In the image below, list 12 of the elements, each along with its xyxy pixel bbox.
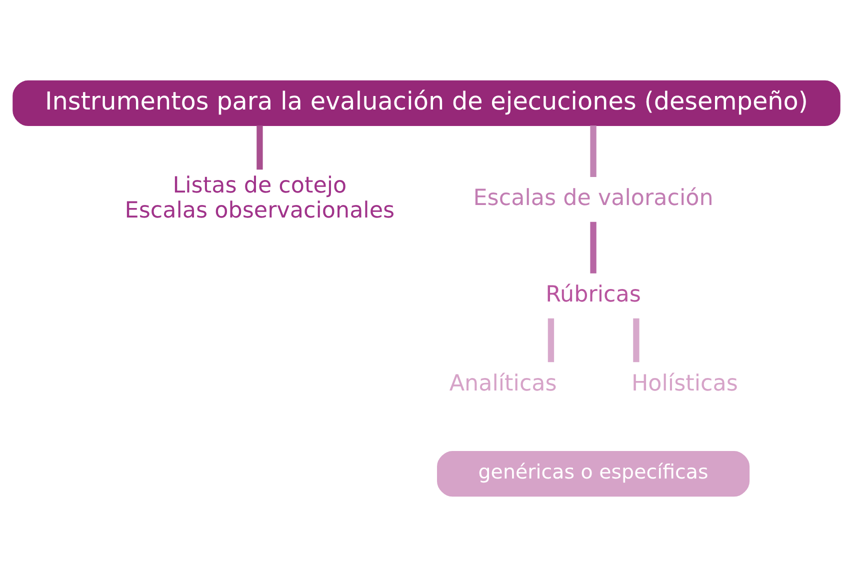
connector	[548, 318, 554, 362]
connector	[256, 125, 263, 170]
node-box: genéricas o específicas	[437, 450, 750, 496]
node-box: Instrumentos para la evaluación de ejecuciones (desempeño)	[12, 80, 840, 126]
node-text: Analíticas	[449, 370, 557, 396]
node-text: Escalas de valoración	[473, 184, 714, 210]
connector	[590, 221, 596, 273]
node-text: Holísticas	[631, 370, 738, 396]
node-text: Rúbricas	[546, 280, 641, 307]
node-text: Listas de cotejo Escalas observacionales	[124, 172, 395, 223]
connector	[590, 125, 596, 176]
connector	[633, 318, 640, 362]
